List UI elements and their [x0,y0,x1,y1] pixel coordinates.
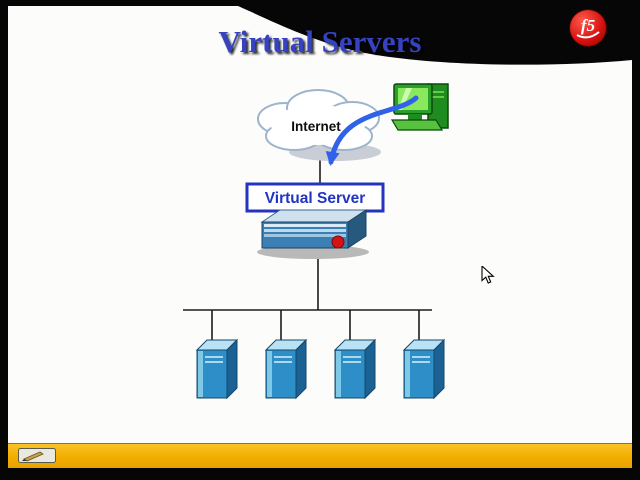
network-diagram: Internet Virtual Server [183,83,449,399]
slide[interactable]: Virtual Servers f5 [8,6,632,468]
slide-title: Virtual Servers [218,24,422,59]
pool-server-tower-4 [403,339,445,399]
f5-logo: f5 [570,10,606,46]
title-swoosh-shape [238,6,632,65]
footer-bar [8,443,632,468]
mouse-cursor [481,266,495,284]
virtual-server-label: Virtual Server [265,190,366,207]
network-lines [183,152,432,340]
f5-logo-swoosh [576,31,600,39]
appliance-f5-ball [331,235,345,249]
pen-icon [18,448,56,463]
internet-label: Internet [291,119,341,134]
pool-server-tower-3 [334,339,376,399]
pool-server-tower-2 [265,339,307,399]
client-to-virtual-server-arrow [325,95,419,166]
internet-cloud-icon: Internet [257,89,381,161]
f5-logo-text: f5 [580,16,596,35]
pool-server-tower-1 [196,339,238,399]
annotation-pen-button[interactable] [18,448,56,463]
virtual-server-box: Virtual Server [245,182,385,213]
bigip-appliance-icon [257,209,369,259]
